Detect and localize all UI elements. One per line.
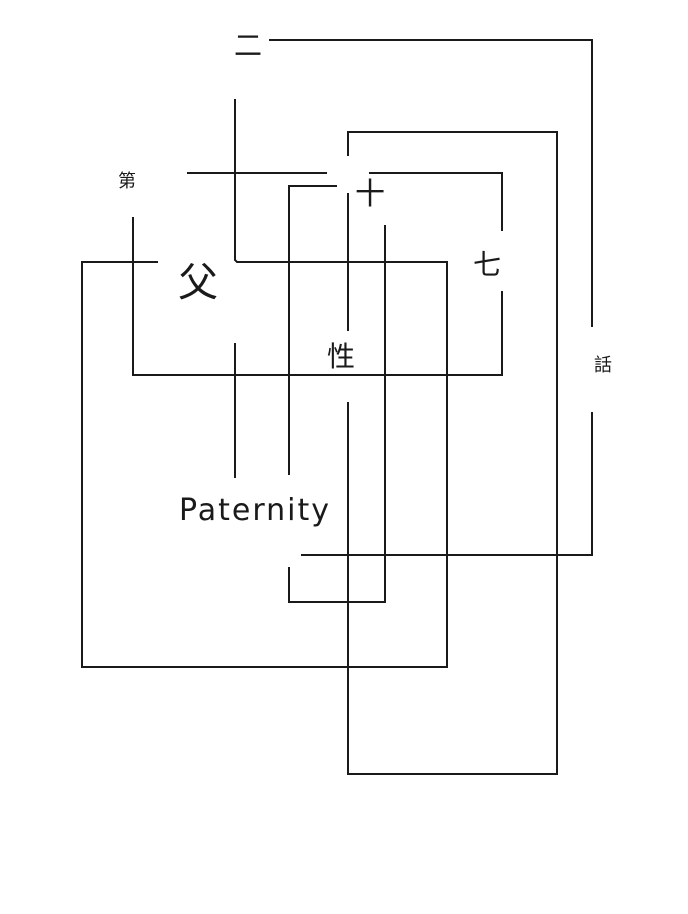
frame-line xyxy=(81,99,448,668)
frame-line xyxy=(132,217,503,376)
title-char-ju: 十 xyxy=(355,177,385,212)
english-title: Paternity xyxy=(179,493,332,528)
frame-line xyxy=(269,39,593,327)
frame-line xyxy=(347,131,558,775)
frame-line xyxy=(288,225,386,603)
frame-line xyxy=(288,185,337,475)
title-char-ni: 二 xyxy=(233,29,263,62)
frame-line xyxy=(369,172,503,231)
title-char-sei: 性 xyxy=(326,340,356,373)
frame-line xyxy=(301,412,593,556)
title-char-dai: 第 xyxy=(118,171,136,192)
title-char-chichi: 父 xyxy=(178,260,218,306)
title-char-wa: 話 xyxy=(594,355,612,376)
title-char-nana: 七 xyxy=(472,248,502,281)
